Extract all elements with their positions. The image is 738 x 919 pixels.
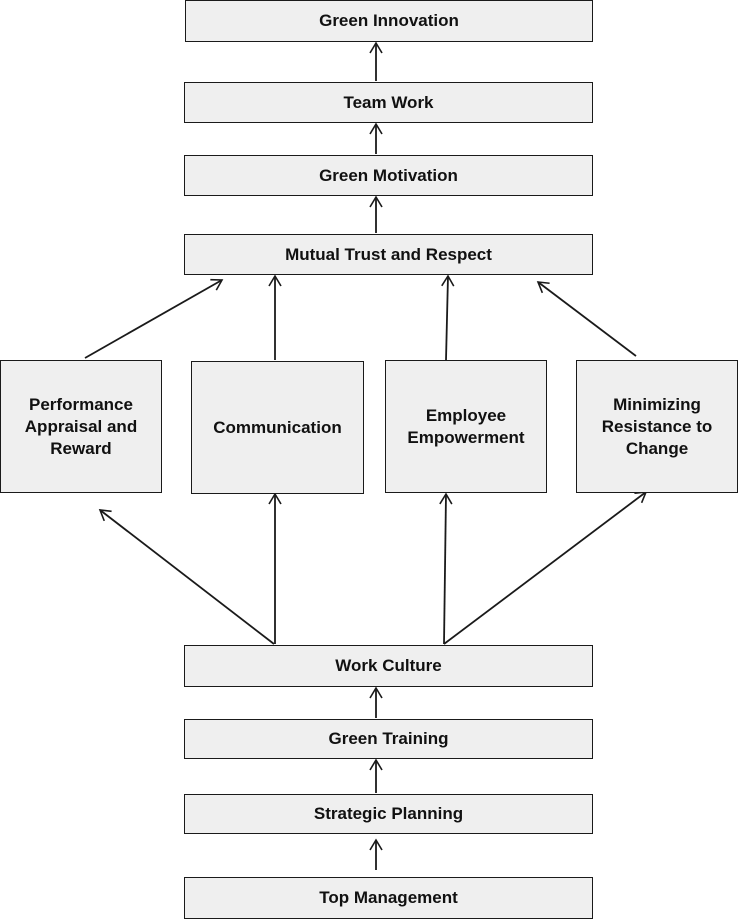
arrow-work-culture-to-performance-appraisal	[98, 509, 275, 645]
arrow-minimizing-resistance-to-mutual-trust	[536, 281, 637, 357]
node-performance-appraisal-and-reward: Performance Appraisal and Reward	[0, 360, 162, 493]
node-team-work: Team Work	[184, 82, 593, 123]
node-minimizing-resistance-to-change: Minimizing Resistance to Change	[576, 360, 738, 493]
arrow-performance-appraisal-to-mutual-trust	[84, 278, 224, 359]
node-communication: Communication	[191, 361, 364, 494]
node-strategic-planning: Strategic Planning	[184, 794, 593, 834]
node-mutual-trust-and-respect: Mutual Trust and Respect	[184, 234, 593, 275]
node-work-culture: Work Culture	[184, 645, 593, 687]
node-top-management: Top Management	[184, 877, 593, 919]
node-green-training: Green Training	[184, 719, 593, 759]
node-green-motivation: Green Motivation	[184, 155, 593, 196]
arrow-work-culture-to-employee-empowerment	[439, 492, 453, 645]
node-green-innovation: Green Innovation	[185, 0, 593, 42]
arrow-work-culture-to-minimizing-resistance	[443, 491, 648, 645]
node-employee-empowerment: Employee Empowerment	[385, 360, 547, 493]
arrow-employee-empowerment-to-mutual-trust	[441, 274, 455, 361]
